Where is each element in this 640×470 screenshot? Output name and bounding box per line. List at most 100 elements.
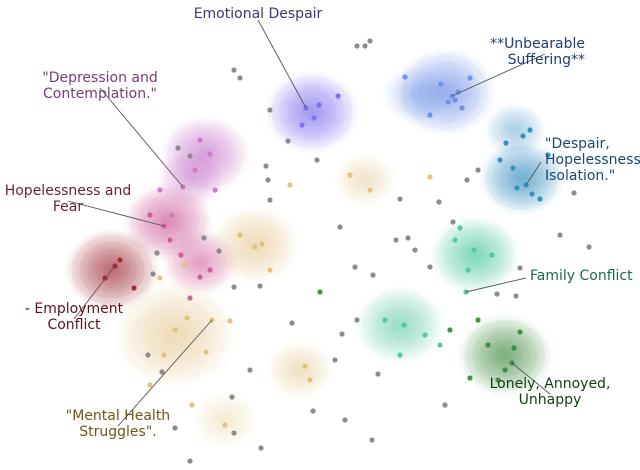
family-conflict-point-4 — [452, 237, 458, 243]
mental-health-struggles-point-15 — [307, 377, 313, 383]
emotional-despair-point-1 — [311, 115, 317, 121]
mental-health-struggles-label-line-0: "Mental Health — [66, 408, 170, 424]
emotional-despair-density-0 — [263, 70, 361, 154]
noise-point-16 — [475, 167, 481, 173]
family-conflict-point-3 — [489, 252, 495, 258]
hopelessness-and-fear-label-line-0: Hopelessness and — [5, 183, 132, 199]
mental-health-struggles-density-2 — [265, 340, 335, 400]
noise-point-5 — [267, 107, 273, 113]
emotional-despair-leader-line — [257, 19, 307, 109]
noise-point-51 — [289, 320, 295, 326]
unbearable-suffering-label-line-0: **Unbearable — [490, 36, 585, 52]
noise-point-29 — [557, 232, 563, 238]
despair-hopelessness-isolation-point-9 — [545, 152, 551, 158]
noise-point-27 — [517, 265, 523, 271]
noise-point-38 — [229, 394, 235, 400]
noise-point-6 — [285, 138, 291, 144]
hopelessness-and-fear-label-line-1: Fear — [53, 199, 83, 215]
despair-hopelessness-isolation-point-2 — [514, 185, 520, 191]
employment-conflict-label-line-0: - Employment — [25, 301, 124, 317]
mental-health-struggles-contour-1-5 — [162, 324, 188, 346]
noise-point-42 — [172, 425, 178, 431]
hopelessness-and-fear-contour-0-4 — [151, 207, 185, 237]
noise-point-41 — [187, 458, 193, 464]
unbearable-suffering-point-4 — [459, 105, 465, 111]
lonely-annoyed-unhappy-point-5 — [447, 327, 453, 333]
mental-health-struggles-point-12 — [347, 172, 353, 178]
employment-conflict-point-3 — [117, 257, 123, 263]
noise-point-26 — [513, 293, 519, 299]
lonely-annoyed-unhappy-contour-0-2 — [472, 326, 538, 384]
depression-and-contemplation-point-3 — [157, 187, 163, 193]
label-leaders — [67, 19, 551, 427]
noise-point-21 — [412, 247, 418, 253]
noise-point-10 — [314, 157, 320, 163]
noise-point-43 — [159, 369, 165, 375]
despair-hopelessness-isolation-leader-line — [525, 161, 542, 186]
despair-hopelessness-isolation-contour-0-1 — [485, 146, 559, 210]
despair-hopelessness-isolation-contour-1-5 — [509, 124, 522, 135]
depression-and-contemplation-label-line-1: Contemplation." — [43, 86, 157, 102]
lonely-annoyed-unhappy-point-7 — [475, 317, 481, 323]
emotional-despair-label: Emotional Despair — [194, 6, 323, 22]
despair-hopelessness-isolation-point-7 — [510, 165, 516, 171]
family-conflict-contour-0-4 — [458, 240, 492, 270]
depression-and-contemplation-leader-line — [99, 87, 184, 188]
noise-point-48 — [201, 235, 207, 241]
despair-hopelessness-isolation-contour-0-2 — [492, 152, 552, 204]
lonely-annoyed-unhappy-point-4 — [485, 342, 491, 348]
despair-hopelessness-isolation-label-line-0: "Despair, — [545, 136, 610, 152]
mental-health-struggles-point-10 — [287, 182, 293, 188]
noise-point-32 — [339, 331, 345, 337]
mental-health-struggles-contour-1-2 — [131, 297, 219, 373]
noise-point-53 — [247, 367, 253, 373]
mental-health-struggles-point-3 — [161, 352, 167, 358]
family-conflict-density-0 — [429, 215, 521, 295]
mental-health-struggles-density-4 — [190, 390, 260, 450]
family-conflict-density-1 — [354, 285, 446, 365]
mental-health-struggles-point-20 — [157, 275, 163, 281]
family-conflict-point-6 — [422, 332, 428, 338]
family-conflict-point-1 — [471, 247, 477, 253]
noise-point-25 — [494, 291, 500, 297]
family-conflict-point-9 — [397, 352, 403, 358]
lonely-annoyed-unhappy-label-line-0: Lonely, Annoyed, — [490, 376, 611, 392]
noise-point-9 — [263, 163, 269, 169]
noise-point-31 — [354, 317, 360, 323]
depression-and-contemplation-contour-1-5 — [183, 174, 197, 186]
family-conflict-contour-0-5 — [465, 247, 485, 263]
mental-health-struggles-point-14 — [302, 363, 308, 369]
noise-point-40 — [258, 445, 264, 451]
noise-point-4 — [237, 75, 243, 81]
family-conflict-point-5 — [401, 322, 407, 328]
mental-health-struggles-point-1 — [184, 315, 190, 321]
mental-health-struggles-point-11 — [367, 187, 373, 193]
noise-point-14 — [436, 199, 442, 205]
noise-point-37 — [310, 408, 316, 414]
lonely-annoyed-unhappy-density-0 — [456, 313, 554, 397]
noise-point-36 — [342, 417, 348, 423]
noise-point-47 — [216, 248, 222, 254]
mental-health-struggles-point-9 — [237, 232, 243, 238]
hopelessness-and-fear-contour-1-4 — [185, 249, 215, 275]
noise-point-44 — [145, 352, 151, 358]
family-conflict-contour-0-2 — [443, 227, 507, 283]
mental-health-struggles-point-4 — [147, 382, 153, 388]
mental-health-struggles-point-6 — [227, 318, 233, 324]
unbearable-suffering-point-2 — [445, 99, 451, 105]
mental-health-struggles-contour-3-5 — [359, 174, 372, 185]
lonely-annoyed-unhappy-leader-line — [511, 362, 551, 395]
mental-health-struggles-density-3 — [332, 152, 398, 208]
despair-hopelessness-isolation-contour-0-5 — [513, 170, 531, 186]
lonely-annoyed-unhappy-contour-0-5 — [495, 346, 515, 364]
mental-health-struggles-point-17 — [203, 349, 209, 355]
hopelessness-and-fear-point-4 — [207, 267, 213, 273]
noise-points — [145, 38, 592, 464]
depression-and-contemplation-point-0 — [207, 151, 213, 157]
lonely-annoyed-unhappy-point-8 — [517, 329, 523, 335]
lonely-annoyed-unhappy-point-6 — [467, 375, 473, 381]
despair-hopelessness-isolation-point-8 — [497, 157, 503, 163]
noise-point-11 — [265, 177, 271, 183]
